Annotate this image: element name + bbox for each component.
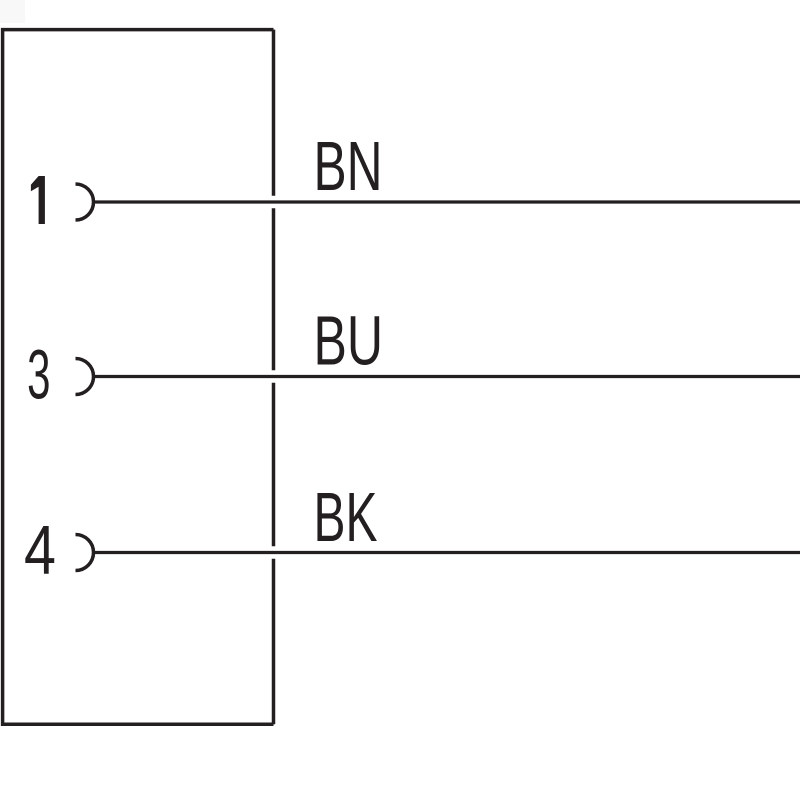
svg-text:BN: BN [314,127,383,205]
svg-text:4: 4 [24,511,56,590]
svg-text:3: 3 [27,337,50,415]
svg-text:BU: BU [314,301,384,379]
svg-text:BK: BK [314,478,378,556]
